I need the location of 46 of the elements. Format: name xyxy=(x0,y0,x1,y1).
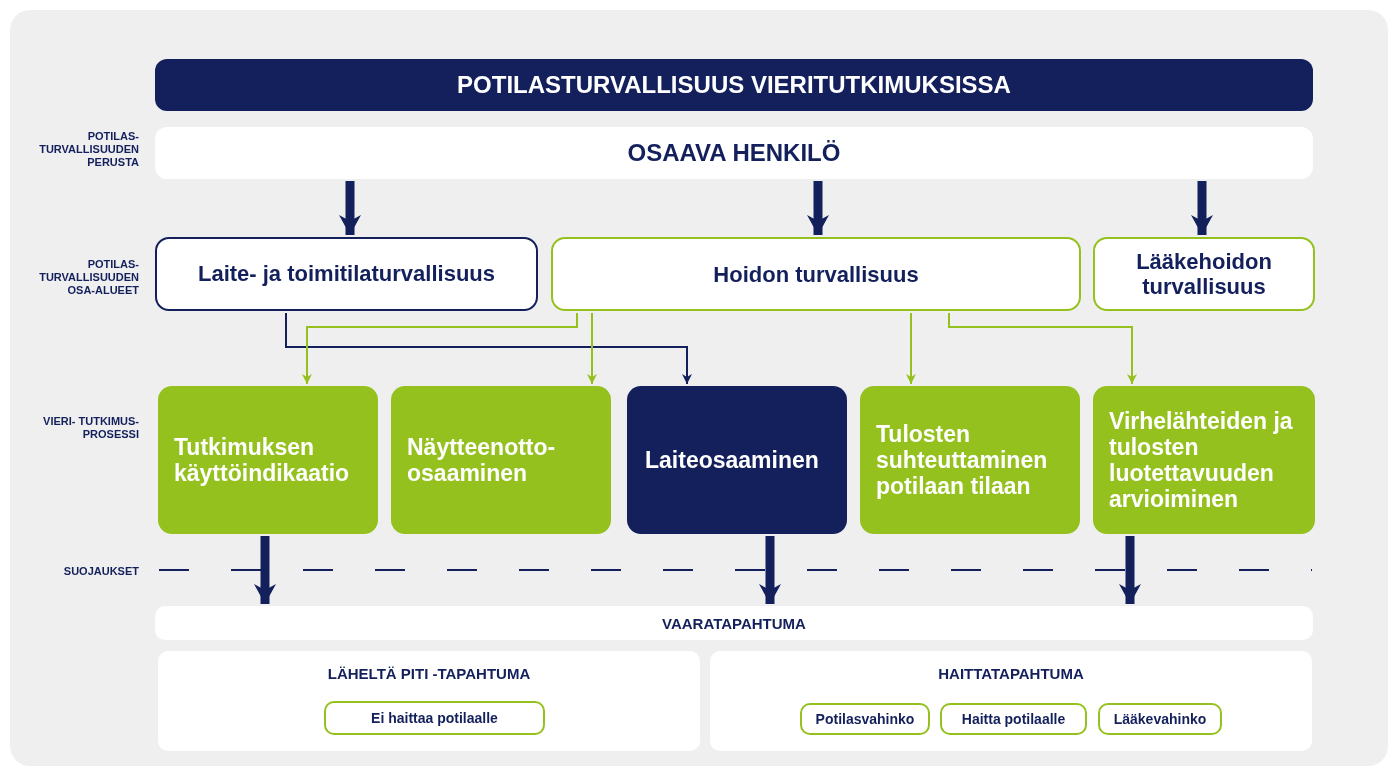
box-label: Virhelähteiden ja tulosten luotettavuuden arvioiminen xyxy=(1109,408,1294,512)
event-panel xyxy=(710,651,1312,751)
process-box xyxy=(391,386,611,534)
outcome-box xyxy=(324,701,545,735)
box-label: Haitta potilaalle xyxy=(961,711,1066,727)
down-arrow xyxy=(1119,536,1141,604)
box-label: Tutkimuksen käyttöindikaatio xyxy=(174,434,351,486)
box-label: Potilasvahinko xyxy=(815,711,915,727)
box-label: Ei haittaa potilaalle xyxy=(371,710,498,726)
down-arrow xyxy=(254,536,276,604)
process-box xyxy=(1093,386,1315,534)
row-label: VIERI- TUTKIMUS- PROSESSI xyxy=(42,415,139,441)
category-box xyxy=(1093,237,1315,311)
box-label: Tulosten suhteuttaminen potilaan tilaan xyxy=(876,421,1049,499)
row-label: SUOJAUKSET xyxy=(62,565,139,578)
box-label: Laite- ja toimitilaturvallisuus xyxy=(197,261,496,287)
category-box xyxy=(155,237,538,311)
event-panel xyxy=(158,651,700,751)
row-label: POTILAS- TURVALLISUUDEN OSA-ALUEET xyxy=(38,258,139,297)
box-label: VAARATAPAHTUMA xyxy=(662,614,806,632)
box-label: Näytteenotto-osaaminen xyxy=(407,434,557,486)
outcome-box xyxy=(800,703,930,735)
title-bar: POTILASTURVALLISUUS VIERITUTKIMUKSISSA xyxy=(155,59,1313,111)
process-box xyxy=(627,386,847,534)
box-label: Lääkevahinko xyxy=(1113,711,1207,727)
connector-arrow xyxy=(587,312,597,385)
connector-arrow xyxy=(285,312,692,385)
connector-arrow xyxy=(948,312,1137,385)
box-label: Lääkehoidon turvallisuus xyxy=(1135,249,1273,299)
panel-heading: LÄHELTÄ PITI -TAPAHTUMA xyxy=(327,665,531,682)
down-arrow xyxy=(339,181,361,235)
box-label: OSAAVA HENKILÖ xyxy=(627,139,841,167)
process-box xyxy=(158,386,378,534)
category-box xyxy=(551,237,1081,311)
connector-arrow xyxy=(302,312,578,385)
down-arrow xyxy=(1191,181,1213,235)
box-label: Hoidon turvallisuus xyxy=(713,261,919,287)
outcome-box xyxy=(940,703,1087,735)
outcome-box xyxy=(1098,703,1222,735)
process-box xyxy=(860,386,1080,534)
down-arrow xyxy=(807,181,829,235)
down-arrow xyxy=(759,536,781,604)
row-label: POTILAS- TURVALLISUUDEN PERUSTA xyxy=(38,130,139,169)
connector-arrow xyxy=(906,312,916,385)
panel-heading: HAITTATAPAHTUMA xyxy=(938,665,1084,682)
box-label: Laiteosaaminen xyxy=(645,446,819,474)
